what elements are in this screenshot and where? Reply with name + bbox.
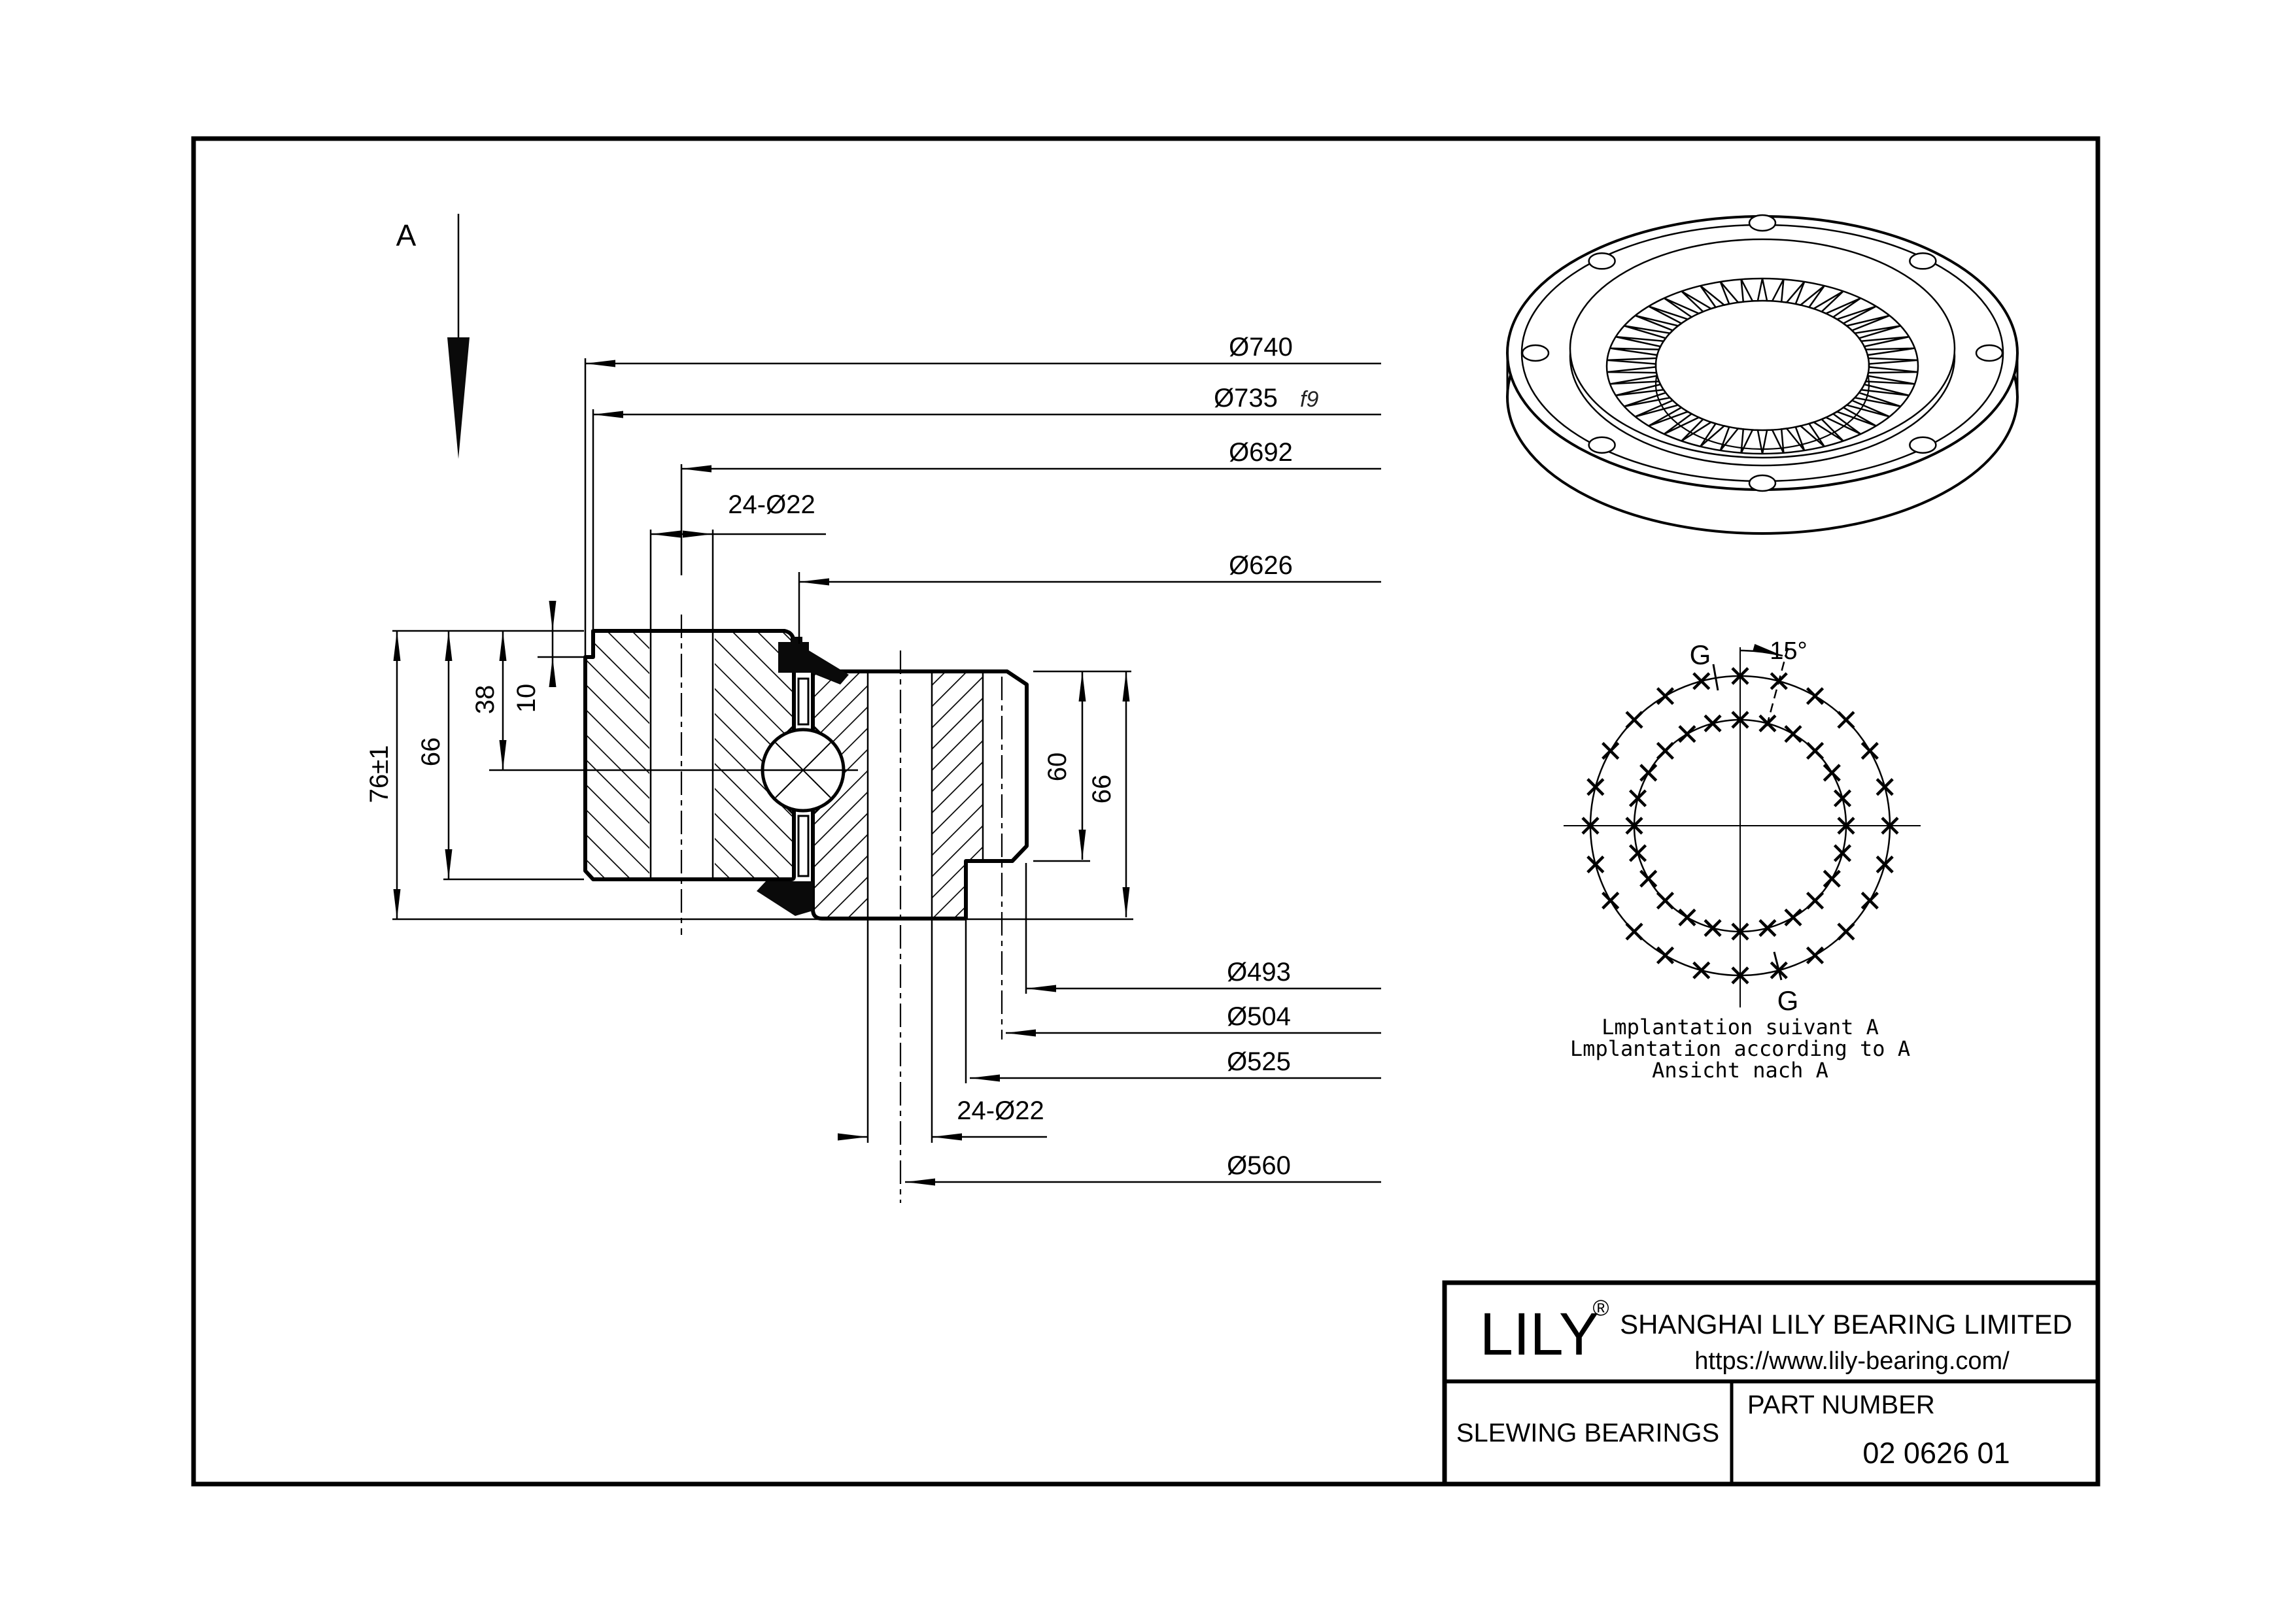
- hole-centerlines: [680, 615, 1003, 1203]
- drawing-border: [191, 136, 2100, 1487]
- dim-label-d740: Ø740: [1229, 333, 1293, 362]
- dim-label-holes-top: 24-Ø22: [728, 490, 815, 519]
- dim-label-d560: Ø560: [1227, 1151, 1291, 1180]
- flange-bolt-holes: [1521, 214, 2004, 492]
- dim-label-height-outer: 66: [417, 737, 445, 767]
- dim-label-holes-bottom: 24-Ø22: [957, 1096, 1044, 1125]
- caption-german: Ansicht nach A: [1652, 1058, 1828, 1083]
- seal-top: [778, 642, 849, 684]
- section-mark-top: G: [1690, 639, 1711, 670]
- dim-label-d735: Ø735: [1214, 384, 1278, 413]
- angle-arc: [1739, 649, 1783, 657]
- dim-label-d504: Ø504: [1227, 1002, 1291, 1031]
- caption-french: Lmplantation suivant A: [1602, 1015, 1879, 1039]
- dim-label-height-total: 76±1: [365, 745, 394, 803]
- dimension-arrowheads: [393, 360, 1783, 1186]
- extension-lines: [392, 358, 1133, 1143]
- outer-ring-hatch: [587, 632, 794, 878]
- gear-tip-circle: [1654, 299, 1870, 431]
- company-website: https://www.lily-bearing.com/: [1694, 1347, 2010, 1375]
- caption-english: Lmplantation according to A: [1570, 1036, 1910, 1061]
- view-captions: Lmplantation suivant A Lmplantation acco…: [1570, 1015, 1910, 1083]
- outer-ring-outline: [583, 629, 796, 881]
- view-direction-arrow: A: [396, 214, 470, 459]
- view-arrowhead: [447, 337, 470, 459]
- title-block: LILY ® SHANGHAI LILY BEARING LIMITED htt…: [1442, 1280, 2100, 1487]
- part-number-label: PART NUMBER: [1747, 1391, 1935, 1419]
- dim-label-height-60: 60: [1043, 752, 1072, 782]
- section-mark-bottom: G: [1777, 985, 1799, 1016]
- section-view: Ø740 Ø735 f9 Ø692 24-Ø22 Ø626 Ø493 Ø504 …: [365, 333, 1783, 1203]
- bolt-position-marks: [1581, 667, 1899, 985]
- registered-mark-icon: ®: [1592, 1296, 1609, 1321]
- retainer-bottom: [797, 815, 810, 877]
- internal-gear-teeth: [1607, 278, 1918, 454]
- isometric-view: [1506, 214, 2019, 535]
- bolt-hole-walls: [649, 631, 984, 919]
- seal-bottom: [757, 881, 813, 916]
- company-name: SHANGHAI LILY BEARING LIMITED: [1620, 1309, 2072, 1340]
- view-a-label: A: [396, 218, 417, 252]
- dim-label-d626: Ø626: [1229, 551, 1293, 580]
- dimension-lines: [396, 362, 1381, 1183]
- bolt-pattern-view: 15° G G Lmplantation suivant A Lmplantat…: [1564, 637, 1921, 1083]
- product-category: SLEWING BEARINGS: [1456, 1419, 1719, 1447]
- retainer-top: [797, 677, 810, 726]
- dim-label-d692: Ø692: [1229, 438, 1293, 467]
- section-tick-top: [1712, 664, 1719, 691]
- angle-label: 15°: [1770, 637, 1807, 665]
- section-tick-bottom: [1773, 951, 1783, 981]
- dim-label-height-inner-66: 66: [1088, 775, 1116, 804]
- dim-label-height-10: 10: [512, 684, 541, 713]
- dim-label-d493: Ø493: [1227, 958, 1291, 987]
- company-logo: LILY: [1480, 1301, 1599, 1368]
- dim-label-d525: Ø525: [1227, 1047, 1291, 1076]
- dim-label-height-38: 38: [471, 685, 500, 715]
- part-number-value: 02 0626 01: [1862, 1436, 2010, 1470]
- dim-label-d735-fit: f9: [1300, 387, 1318, 412]
- inner-ring-hatch: [814, 673, 983, 917]
